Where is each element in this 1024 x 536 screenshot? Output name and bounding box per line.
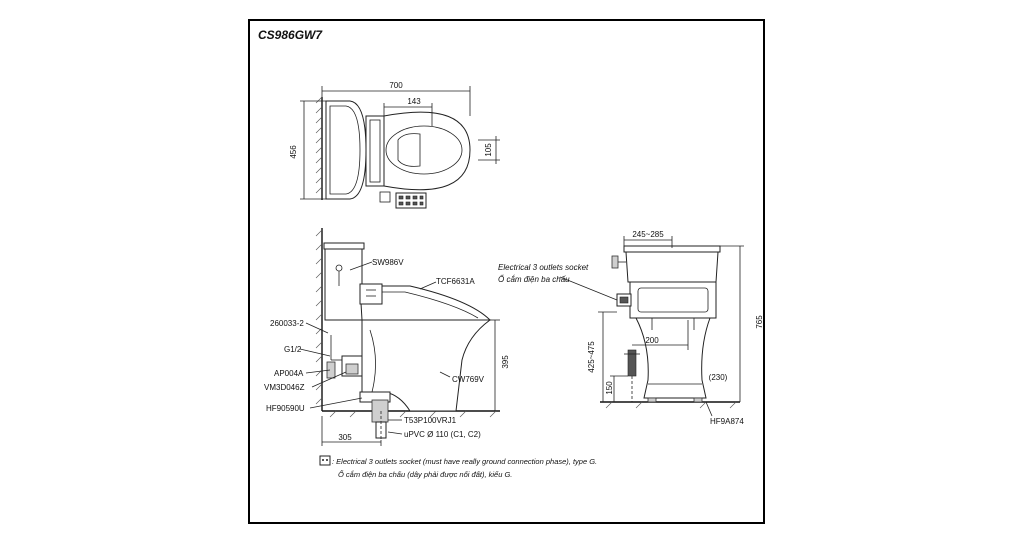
socket-symbol-icon (319, 455, 331, 466)
label-hf: HF90590U (266, 404, 305, 413)
label-washlet: TCF6631A (436, 277, 475, 286)
dim-depth: 456 (289, 145, 298, 159)
socket-pin-icon (322, 459, 324, 461)
dim-rough-in: 305 (338, 433, 352, 442)
dim-socket-height: 425~475 (587, 341, 596, 373)
label-trap: T53P100VRJ1 (404, 416, 457, 425)
side-view (299, 228, 500, 446)
top-view (300, 86, 500, 209)
socket-label-vi: Ổ cắm điện ba chấu (498, 275, 570, 284)
dim-width: 700 (389, 81, 403, 90)
dim-supply-width: 200 (645, 336, 659, 345)
label-seat-model: SW986V (372, 258, 404, 267)
label-bowl: CW769V (452, 375, 485, 384)
label-g: G1/2 (284, 345, 302, 354)
dim-base: (230) (709, 373, 728, 382)
front-view (559, 236, 744, 417)
label-vm: VM3D046Z (264, 383, 305, 392)
label-part-a: 260033-2 (270, 319, 304, 328)
dim-bowl: 105 (484, 143, 493, 157)
dim-seat-offset: 143 (407, 97, 421, 106)
label-pipe: uPVC Ø 110 (C1, C2) (404, 430, 481, 439)
footnote-en: : Electrical 3 outlets socket (must have… (332, 457, 597, 466)
label-front-hf: HF9A874 (710, 417, 744, 426)
footnote-vi: Ổ cắm điện ba chấu (dây phải được nối đấ… (338, 470, 512, 479)
socket-label-en: Electrical 3 outlets socket (498, 263, 589, 272)
dim-supply-height: 150 (605, 381, 614, 395)
dim-height: 395 (501, 355, 510, 369)
socket-pin-icon (326, 459, 328, 461)
label-ap: AP004A (274, 369, 304, 378)
model-title: CS986GW7 (258, 28, 323, 42)
dim-top: 245~285 (632, 230, 664, 239)
dim-total-height: 765 (755, 315, 764, 329)
